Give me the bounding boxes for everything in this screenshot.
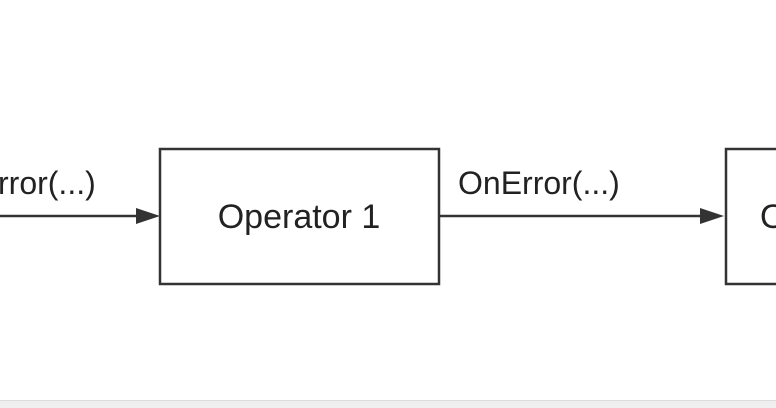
bottom-divider	[0, 400, 776, 408]
node-operator-2-box	[724, 147, 776, 286]
edge-operator-1-to-operator-2: OnError(...)	[439, 165, 724, 224]
edge-incoming: rror(...)	[0, 165, 160, 224]
edge-incoming-arrowhead	[136, 208, 160, 224]
node-operator-1-label: Operator 1	[218, 198, 381, 236]
edge-operator-1-to-operator-2-arrowhead	[700, 208, 724, 224]
node-operator-2: O	[724, 147, 776, 286]
edge-operator-1-to-operator-2-label: OnError(...)	[458, 165, 620, 201]
edge-incoming-label: rror(...)	[0, 165, 96, 201]
node-operator-1: Operator 1	[158, 147, 441, 286]
node-operator-2-label: O	[760, 198, 776, 236]
